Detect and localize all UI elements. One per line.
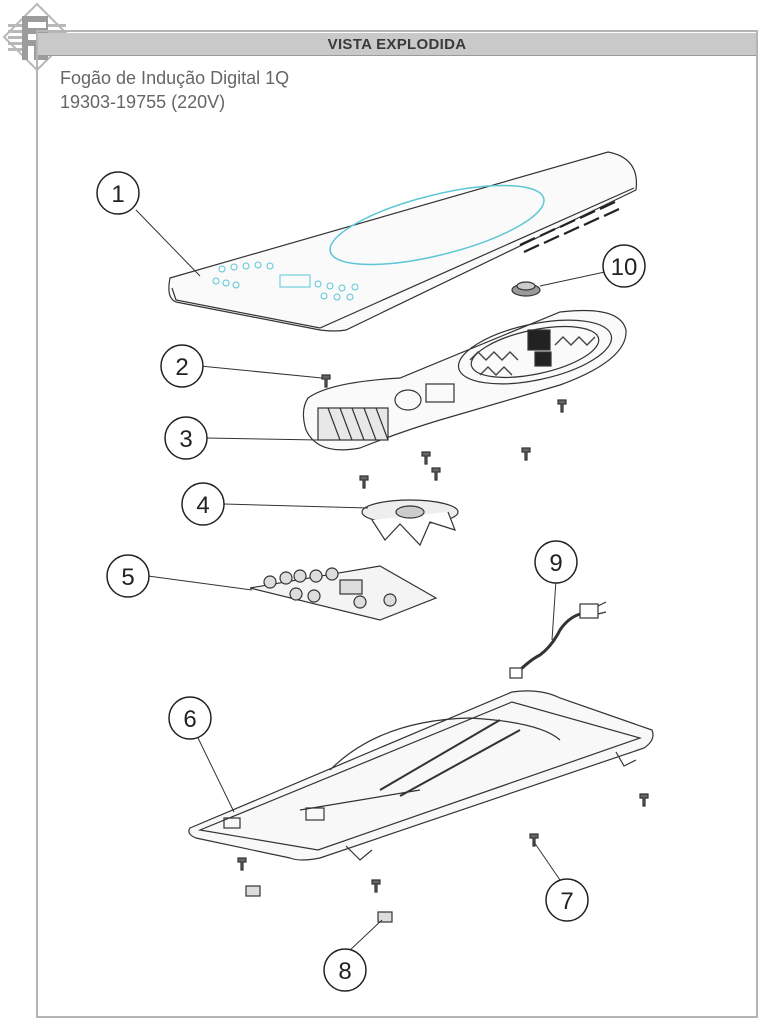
part-base-housing [188, 690, 654, 861]
svg-text:1: 1 [111, 181, 124, 208]
svg-text:4: 4 [196, 492, 209, 519]
part-feet [245, 885, 393, 923]
screws [237, 374, 649, 893]
part-pcb [249, 565, 438, 621]
callout-9: 9 [534, 540, 578, 584]
svg-text:7: 7 [560, 888, 573, 915]
part-rubber-foot [511, 281, 541, 297]
page-title: VISTA EXPLODIDA [327, 36, 467, 53]
callout-7: 7 [545, 878, 589, 922]
svg-text:5: 5 [121, 564, 134, 591]
callout-6: 6 [168, 696, 212, 740]
part-power-cord [509, 601, 607, 679]
product-models: 19303-19755 (220V) [60, 92, 226, 112]
part-coil-assembly [302, 309, 627, 451]
part-fan [361, 499, 459, 547]
svg-text:8: 8 [338, 958, 351, 985]
svg-text:9: 9 [549, 550, 562, 577]
header-bar: VISTA EXPLODIDA [38, 33, 756, 56]
callout-8: 8 [323, 948, 367, 992]
callout-10: 10 [602, 244, 646, 288]
callout-3: 3 [164, 416, 208, 460]
product-name: Fogão de Indução Digital 1Q [60, 68, 290, 88]
callout-5: 5 [106, 554, 150, 598]
svg-text:10: 10 [611, 254, 638, 281]
part-glass-top [168, 151, 638, 332]
callout-4: 4 [181, 482, 225, 526]
callouts: 1 2 3 4 5 6 7 8 [96, 171, 646, 992]
callout-1: 1 [96, 171, 140, 215]
svg-text:6: 6 [183, 706, 196, 733]
callout-2: 2 [160, 344, 204, 388]
svg-text:2: 2 [175, 354, 188, 381]
svg-text:3: 3 [179, 426, 192, 453]
page-frame [36, 30, 758, 1018]
